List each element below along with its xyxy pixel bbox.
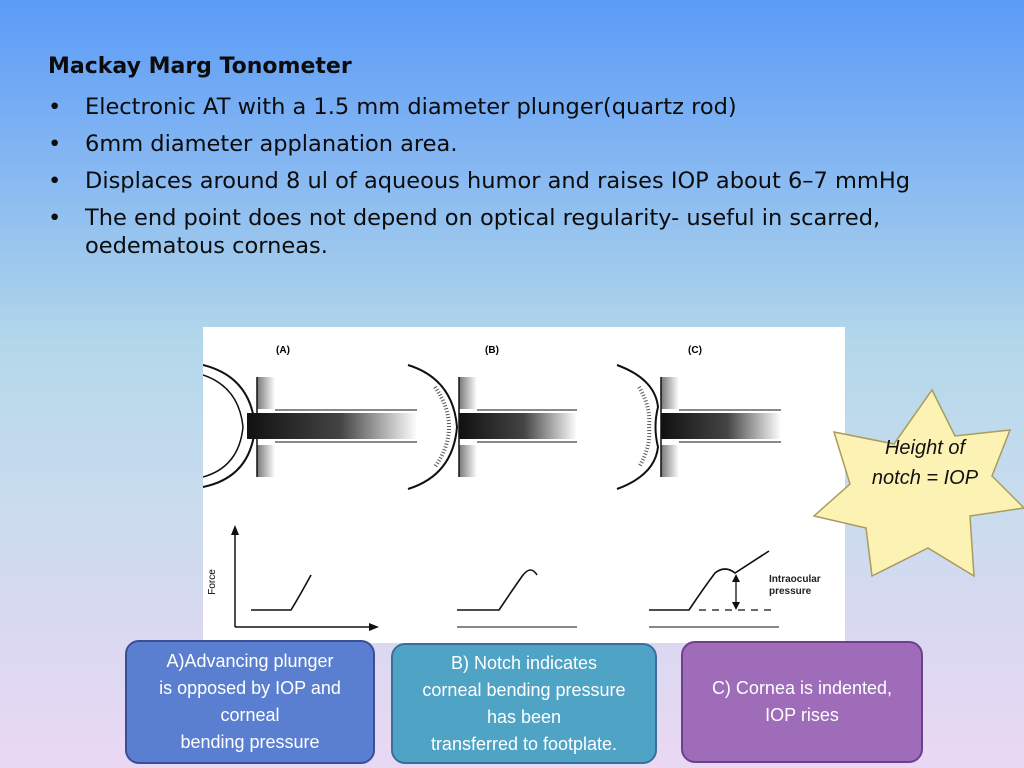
intraocular-label: Intraocular pressure [769, 574, 823, 597]
starburst-text: Height of notch = IOP [871, 437, 979, 489]
notch-height-arrow [732, 574, 740, 610]
force-curve-a [251, 574, 312, 611]
slide-text: Mackay Marg Tonometer • Electronic AT wit… [48, 50, 1018, 260]
callout-b: B) Notch indicates corneal bending press… [391, 643, 657, 764]
annotation-line-1: Intraocular [769, 574, 821, 585]
bullet-list: • Electronic AT with a 1.5 mm diameter pl… [48, 93, 1018, 260]
bullet-text: 6mm diameter applanation area. [85, 131, 458, 157]
force-curve-c [649, 550, 770, 611]
callout-a: A)Advancing plunger is opposed by IOP an… [125, 640, 375, 764]
bullet-item: • The end point does not depend on optica… [48, 204, 1018, 260]
callout-c: C) Cornea is indented, IOP rises [681, 641, 923, 763]
bullet-text: Electronic AT with a 1.5 mm diameter plu… [85, 94, 737, 120]
tonometer-c-illustration [616, 364, 781, 490]
callout-c-text: C) Cornea is indented, IOP rises [711, 678, 893, 725]
bullet-item: • Electronic AT with a 1.5 mm diameter pl… [48, 93, 1018, 121]
starburst-shape [812, 388, 1024, 578]
callout-a-text: A)Advancing plunger is opposed by IOP an… [159, 651, 341, 752]
panel-label-a: (A) [276, 345, 290, 356]
callout-b-text: B) Notch indicates corneal bending press… [422, 652, 626, 754]
force-axes: Force [207, 525, 379, 631]
bullet-text: Displaces around 8 ul of aqueous humor a… [85, 168, 911, 194]
bullet-dot-icon: • [48, 131, 62, 157]
tonometer-a-illustration [203, 364, 417, 488]
y-axis-label: Force [207, 569, 218, 595]
force-curve-b [457, 569, 538, 611]
bullet-dot-icon: • [48, 205, 62, 231]
panel-label-c: (C) [688, 345, 702, 356]
tonometer-diagram: (A) (B) (C) [203, 327, 845, 643]
bullet-dot-icon: • [48, 94, 62, 120]
bullet-text: The end point does not depend on optical… [85, 205, 881, 259]
bullet-item: • 6mm diameter applanation area. [48, 130, 1018, 158]
bullet-dot-icon: • [48, 168, 62, 194]
tonometer-b-illustration [407, 364, 577, 490]
slide-title: Mackay Marg Tonometer [48, 54, 352, 79]
annotation-line-2: pressure [769, 586, 812, 597]
panel-label-b: (B) [485, 345, 499, 356]
bullet-item: • Displaces around 8 ul of aqueous humor … [48, 167, 1018, 195]
